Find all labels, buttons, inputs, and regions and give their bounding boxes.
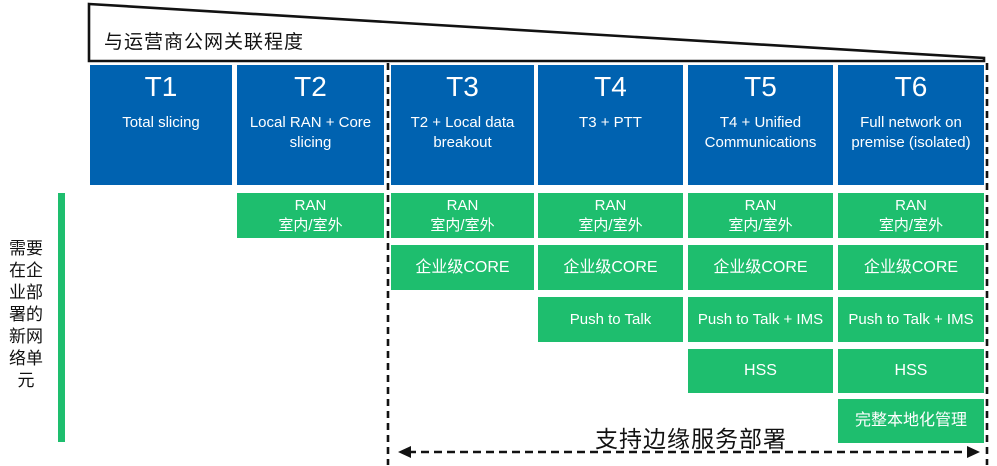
cell-hss-t5: HSS (688, 349, 833, 393)
tier-header-t6: T6 Full network on premise (isolated) (838, 65, 984, 185)
sidebar-new-network-elements-label: 需要在企业部署的新网络单元 (9, 239, 43, 390)
cell-ran-t3: RAN 室内/室外 (391, 193, 534, 238)
tier-column-t1: T1 Total slicing (90, 65, 232, 443)
tier-column-t6: T6 Full network on premise (isolated) RA… (838, 65, 984, 443)
tier-id: T3 (446, 71, 479, 102)
tier-id: T5 (744, 71, 777, 102)
tier-id: T4 (594, 71, 627, 102)
tier-id: T1 (144, 71, 178, 102)
arrowhead-left-icon (398, 446, 411, 458)
tier-column-t5: T5 T4 + Unified Communications RAN 室内/室外… (688, 65, 833, 443)
tier-header-t2: T2 Local RAN + Core slicing (237, 65, 384, 185)
tier-header-t1: T1 Total slicing (90, 65, 232, 185)
tier-subtitle: T3 + PTT (579, 114, 642, 131)
edge-service-deployment-label: 支持边缘服务部署 (595, 426, 787, 452)
public-network-association-label: 与运营商公网关联程度 (104, 32, 305, 53)
cell-ran-t4: RAN 室内/室外 (538, 193, 683, 238)
cell-core-t4: 企业级CORE (538, 245, 683, 290)
cell-ptt-t4: Push to Talk (538, 297, 683, 342)
tier-column-t2: T2 Local RAN + Core slicing RAN 室内/室外 (237, 65, 384, 443)
tier-subtitle: T4 + Unified Communications (704, 114, 817, 151)
cell-hss-t6: HSS (838, 349, 984, 393)
cell-core-t5: 企业级CORE (688, 245, 833, 290)
arrowhead-right-icon (967, 446, 980, 458)
tier-column-t3: T3 T2 + Local data breakout RAN 室内/室外 企业… (391, 65, 534, 443)
cell-ptt-ims-t5: Push to Talk + IMS (688, 297, 833, 342)
cell-ran-t6: RAN 室内/室外 (838, 193, 984, 238)
cell-ran-t5: RAN 室内/室外 (688, 193, 833, 238)
tier-id: T2 (294, 71, 327, 102)
tier-subtitle: Total slicing (122, 114, 200, 131)
tier-header-t4: T4 T3 + PTT (538, 65, 683, 185)
tier-header-t3: T3 T2 + Local data breakout (391, 65, 534, 185)
cell-local-management-t6: 完整本地化管理 (838, 399, 984, 443)
tier-header-t5: T5 T4 + Unified Communications (688, 65, 833, 185)
cell-ran-t2: RAN 室内/室外 (237, 193, 384, 238)
tier-subtitle: T2 + Local data breakout (410, 114, 515, 151)
cell-core-t3: 企业级CORE (391, 245, 534, 290)
tier-subtitle: Full network on premise (isolated) (851, 114, 971, 151)
tier-id: T6 (894, 71, 928, 102)
tier-column-t4: T4 T3 + PTT RAN 室内/室外 企业级CORE Push to Ta… (538, 65, 683, 443)
cell-core-t6: 企业级CORE (838, 245, 984, 290)
cell-ptt-ims-t6: Push to Talk + IMS (838, 297, 984, 342)
sidebar-green-bar (58, 193, 65, 442)
tier-subtitle: Local RAN + Core slicing (249, 114, 372, 151)
